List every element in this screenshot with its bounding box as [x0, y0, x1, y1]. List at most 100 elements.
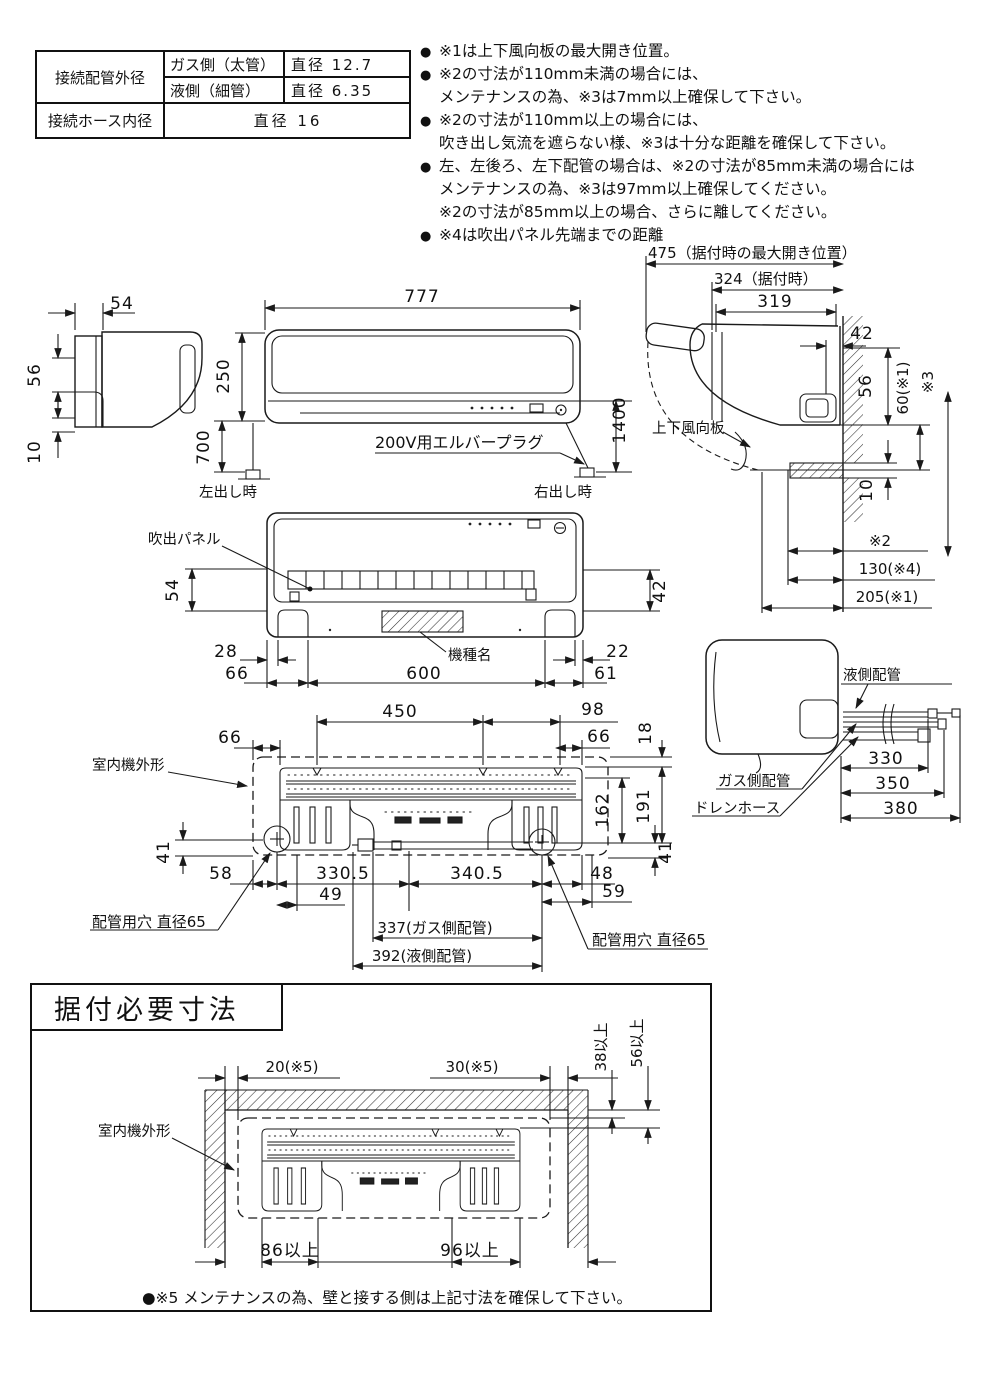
- dim-22: 22: [606, 642, 630, 662]
- bullet-icon: ●: [420, 160, 432, 175]
- front-view: [214, 300, 632, 480]
- dim-319: 319: [757, 292, 792, 312]
- dim-98: 98: [581, 700, 605, 720]
- dim-1400: 1400: [610, 396, 630, 443]
- dim-330-5: 330.5: [316, 864, 370, 884]
- bullet-icon: ●: [420, 229, 432, 244]
- dim-66-bottom: 66: [225, 664, 249, 684]
- dim-60-note1: 60(※1): [894, 362, 912, 415]
- label-pipe-hole-right: 配管用穴 直径65: [592, 931, 706, 949]
- dim-324: 324（据付時）: [714, 270, 818, 288]
- table-cell-gas-val: 直径 12.7: [285, 52, 411, 78]
- dim-380-pipe: 380: [883, 799, 918, 819]
- label-unit-outline-install: 室内機外形: [98, 1123, 171, 1140]
- dim-note2: ※2: [869, 532, 891, 550]
- right-side-view: [644, 256, 952, 613]
- dim-10-side: 10: [25, 440, 45, 464]
- install-section-frame: [30, 983, 712, 1312]
- dim-86-min: 86以上: [260, 1241, 320, 1261]
- label-right-out: 右出し時: [534, 484, 592, 501]
- dim-61: 61: [594, 664, 618, 684]
- dim-392-liquid: 392(液側配管): [372, 947, 472, 965]
- dim-49: 49: [319, 885, 343, 905]
- dim-162: 162: [593, 792, 613, 827]
- dim-330-pipe: 330: [868, 749, 903, 769]
- dim-66-rear-left: 66: [218, 728, 242, 748]
- dim-48: 48: [590, 864, 614, 884]
- dim-41-left: 41: [154, 840, 174, 864]
- bullet-icon: ●: [420, 114, 432, 129]
- dim-96-min: 96以上: [440, 1241, 500, 1261]
- dim-18: 18: [636, 721, 656, 745]
- dim-130-note4: 130(※4): [859, 560, 921, 578]
- dim-350-pipe: 350: [875, 774, 910, 794]
- dim-58: 58: [209, 864, 233, 884]
- pipe-spec-table: 接続配管外径 ガス側（太管） 直径 12.7 液側（細管） 直径 6.35 接続…: [35, 50, 411, 139]
- label-plug: 200V用エルバープラグ: [375, 433, 544, 452]
- label-outlet-panel: 吹出パネル: [148, 531, 221, 548]
- dim-20-note5: 20(※5): [266, 1058, 319, 1076]
- dim-42-bottom: 42: [650, 579, 670, 603]
- label-pipe-hole-left: 配管用穴 直径65: [92, 913, 206, 931]
- dim-10-wall: 10: [857, 478, 877, 502]
- note-line: ● ※1は上下風向板の最大開き位置。: [420, 40, 998, 63]
- bullet-icon: ●: [420, 45, 432, 60]
- note-line: ※2の寸法が85mm以上の場合、さらに離してください。: [420, 201, 998, 224]
- note-line: ● ※4は吹出パネル先端までの距離: [420, 224, 998, 247]
- note-text: メンテナンスの為、※3は7mm以上確保して下さい。: [439, 88, 812, 106]
- note-line: メンテナンスの為、※3は7mm以上確保して下さい。: [420, 86, 998, 109]
- table-cell-hose-id: 接続ホース内径: [37, 104, 165, 137]
- piping-side-view: [692, 639, 962, 823]
- dim-59: 59: [602, 882, 626, 902]
- label-drain-hose: ドレンホース: [694, 801, 780, 817]
- dim-54-bottom: 54: [163, 578, 183, 602]
- table-cell-gas: ガス側（太管）: [165, 52, 285, 78]
- note-text: ※1は上下風向板の最大開き位置。: [439, 42, 679, 60]
- dim-66-rear-right: 66: [587, 727, 611, 747]
- notes-list: ● ※1は上下風向板の最大開き位置。 ● ※2の寸法が110mm未満の場合には、 メ…: [420, 40, 998, 247]
- note-line: ● ※2の寸法が110mm以上の場合には、: [420, 109, 998, 132]
- dim-56-min: 56以上: [628, 1018, 646, 1067]
- dim-41-right: 41: [656, 840, 676, 864]
- install-section-title: 据付必要寸法: [30, 983, 283, 1031]
- dim-38-min: 38以上: [592, 1022, 610, 1071]
- note-text: ※2の寸法が85mm以上の場合、さらに離してください。: [439, 203, 837, 221]
- note-text: 吹き出し気流を遮らない様、※3は十分な距離を確保して下さい。: [439, 134, 896, 152]
- dim-42-wall: 42: [850, 324, 874, 344]
- note-line: 吹き出し気流を遮らない様、※3は十分な距離を確保して下さい。: [420, 132, 998, 155]
- table-cell-pipe-od: 接続配管外径: [37, 52, 165, 104]
- dim-777: 777: [404, 287, 439, 307]
- bottom-front-view: [185, 512, 660, 688]
- note-line: ● 左、左後ろ、左下配管の場合は、※2の寸法が85mm未満の場合には: [420, 155, 998, 178]
- note-text: ※4は吹出パネル先端までの距離: [439, 226, 664, 244]
- note-text: 左、左後ろ、左下配管の場合は、※2の寸法が85mm未満の場合には: [439, 157, 915, 175]
- label-unit-outline-rear: 室内機外形: [92, 757, 165, 774]
- dim-205-note1: 205(※1): [856, 588, 918, 606]
- note-text: ※2の寸法が110mm未満の場合には、: [439, 65, 708, 83]
- note-text: ※2の寸法が110mm以上の場合には、: [439, 111, 708, 129]
- dim-475: 475（据付時の最大開き位置）: [648, 244, 857, 262]
- dim-note3: ※3: [919, 371, 937, 393]
- dim-56-side: 56: [25, 363, 45, 387]
- note-line: ● ※2の寸法が110mm未満の場合には、: [420, 63, 998, 86]
- dim-340-5: 340.5: [450, 864, 504, 884]
- dim-700: 700: [194, 429, 214, 464]
- dim-30-note5: 30(※5): [446, 1058, 499, 1076]
- dim-250: 250: [214, 358, 234, 393]
- left-side-view: [48, 303, 203, 458]
- label-flap: 上下風向板: [652, 419, 725, 437]
- dim-450: 450: [382, 702, 417, 722]
- note-text: メンテナンスの為、※3は97mm以上確保してください。: [439, 180, 837, 198]
- rear-view: [90, 715, 708, 972]
- label-gas-pipe: ガス側配管: [718, 773, 791, 790]
- dim-28: 28: [214, 642, 238, 662]
- dim-56-wall: 56: [856, 374, 876, 398]
- install-clearance-view: [171, 1066, 660, 1268]
- dim-600: 600: [406, 664, 441, 684]
- table-cell-liquid: 液側（細管）: [165, 78, 285, 104]
- bullet-icon: ●: [420, 68, 432, 83]
- label-left-out: 左出し時: [199, 484, 257, 501]
- dim-191: 191: [634, 788, 654, 823]
